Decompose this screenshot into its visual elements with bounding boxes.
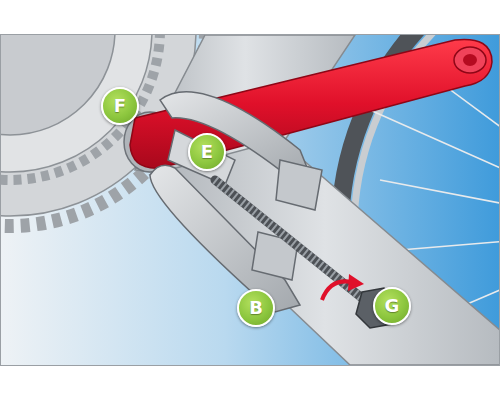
- callout-letter: G: [385, 297, 400, 315]
- scene: [1, 35, 499, 365]
- pedal-hole: [463, 54, 477, 66]
- callout-letter: E: [201, 143, 213, 161]
- callout-circle: B: [237, 289, 275, 327]
- rotation-arrow: [322, 274, 364, 300]
- callout-letter: F: [114, 97, 126, 115]
- spoke: [400, 230, 499, 250]
- rotation-arrow-arc: [322, 281, 352, 300]
- puller-adapter: [168, 130, 235, 185]
- spoke: [370, 110, 499, 230]
- callout-letter: B: [249, 299, 263, 317]
- spoke: [380, 180, 499, 230]
- chainring-spider: [1, 35, 115, 135]
- callout-circle: E: [188, 133, 226, 171]
- rod-thread: [215, 180, 372, 306]
- callout-circle: G: [373, 287, 411, 325]
- rotation-arrow-head: [348, 274, 364, 291]
- puller-clamp: [276, 160, 322, 210]
- picture-border: [1, 35, 500, 366]
- threaded-rod: [215, 180, 372, 306]
- crank-puller-tool: [150, 92, 398, 328]
- callout-circle: F: [101, 87, 139, 125]
- pedal-eye: [454, 47, 486, 73]
